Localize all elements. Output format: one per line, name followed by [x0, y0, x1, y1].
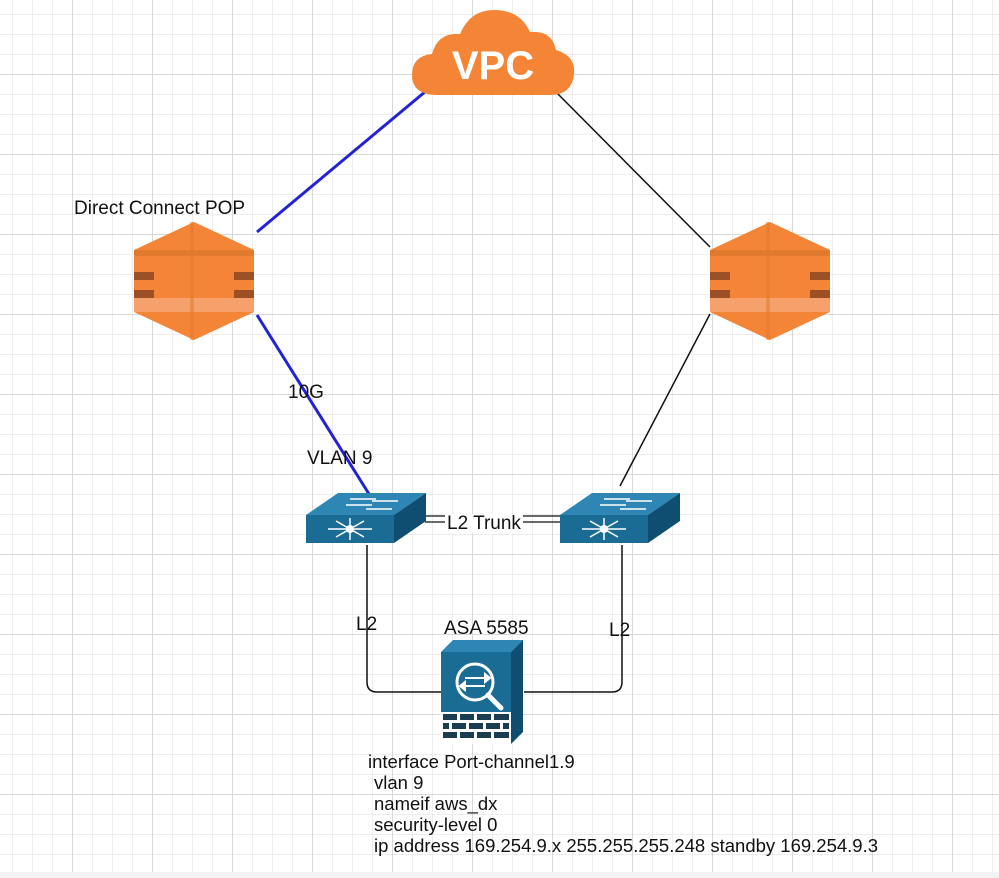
config-line-ip-address: ip address 169.254.9.x 255.255.255.248 s… [374, 835, 879, 856]
link-speed-label: 10G [288, 382, 324, 403]
link-vpc-to-direct-connect[interactable] [256, 84, 433, 234]
switch-icon-left[interactable] [306, 493, 426, 543]
link-right-switch-to-asa[interactable] [524, 545, 623, 693]
canvas-footer [0, 872, 999, 878]
firewall-icon[interactable] [441, 640, 523, 744]
link-left-switch-to-asa[interactable] [366, 545, 441, 693]
config-line-vlan: vlan 9 [374, 772, 424, 793]
config-line-security-level: security-level 0 [374, 814, 498, 835]
trunk-label: L2 Trunk [445, 513, 523, 534]
switch-icon-right[interactable] [560, 493, 680, 543]
left-l2-label: L2 [356, 614, 378, 635]
cloud-label: VPC [452, 44, 534, 88]
direct-connect-label: Direct Connect POP [74, 198, 246, 219]
link-direct-connect-to-switch[interactable] [255, 314, 371, 495]
config-line-nameif: nameif aws_dx [374, 793, 498, 814]
link-vpc-to-right-pop[interactable] [551, 87, 711, 248]
cloud-icon[interactable]: VPC [412, 10, 575, 95]
link-right-pop-to-switch[interactable] [619, 313, 711, 487]
direct-connect-icon-right[interactable] [710, 222, 830, 340]
config-line-interface: interface Port-channel1.9 [368, 751, 575, 772]
right-l2-label: L2 [609, 620, 631, 641]
vlan-label: VLAN 9 [307, 448, 373, 469]
interface-config: interface Port-channel1.9 vlan 9 nameif … [368, 751, 878, 856]
direct-connect-icon[interactable] [134, 222, 254, 340]
firewall-label: ASA 5585 [444, 618, 529, 639]
